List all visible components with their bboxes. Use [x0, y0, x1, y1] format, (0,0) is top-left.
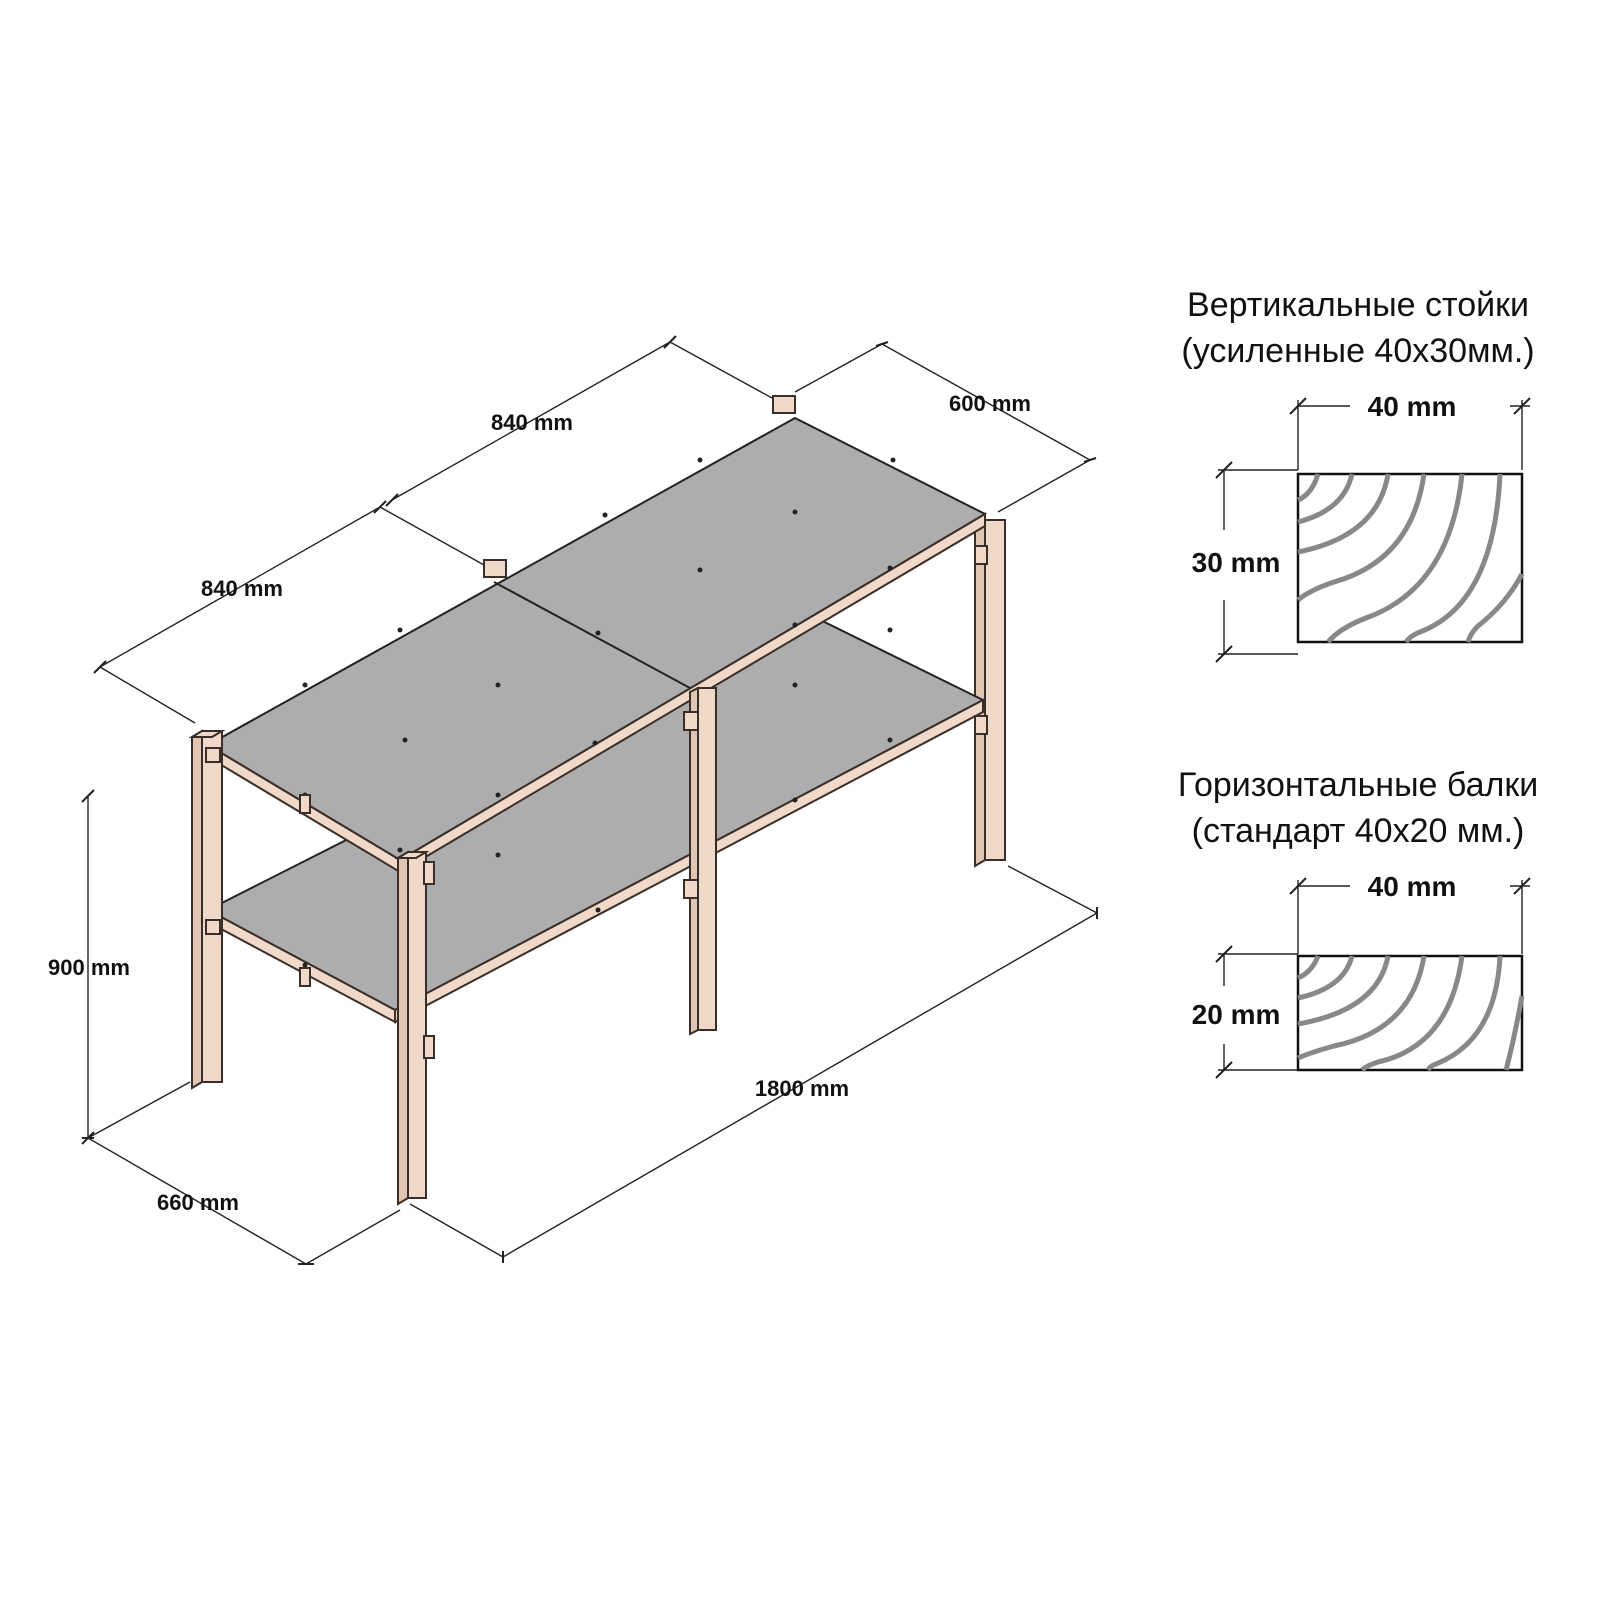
bracket: [205, 747, 221, 763]
front-left-post-face: [201, 730, 223, 1083]
back-posts: [483, 395, 1006, 868]
back-middle-post-top: [772, 395, 796, 414]
middle-front-post-face: [697, 687, 717, 1031]
legend-posts-subtitle: (усиленные 40х30мм.): [1181, 332, 1534, 370]
back-right-brackets: [974, 545, 988, 735]
back-left-post-top: [483, 559, 507, 578]
dimension-lines: [81, 335, 1098, 1265]
legend-beams-subtitle: (стандарт 40х20 мм.): [1192, 812, 1525, 850]
legend-beams-height: 20 mm: [1192, 999, 1281, 1030]
bracket: [299, 967, 311, 987]
legend-posts-width: 40 mm: [1368, 391, 1457, 422]
legend-beams-width: 40 mm: [1368, 871, 1457, 902]
bracket: [299, 794, 311, 814]
upper-shelf-seam: [493, 581, 691, 689]
front-right-post-face: [407, 851, 427, 1199]
dimension-bottom-depth: 660 mm: [157, 1190, 239, 1215]
shelving-unit: [188, 395, 1006, 1206]
legend-posts-height: 30 mm: [1192, 547, 1281, 578]
bracket: [205, 919, 221, 935]
bracket: [683, 879, 699, 899]
legend-beams-title: Горизонтальные балки: [1178, 766, 1538, 804]
dimension-length: 1800 mm: [755, 1076, 849, 1101]
bracket: [683, 711, 699, 731]
front-left-post: [188, 729, 311, 1090]
back-right-post: [984, 519, 1006, 861]
front-right-post-side: [397, 850, 409, 1206]
dimension-top-left-span: 840 mm: [201, 576, 283, 601]
legend-beams: Горизонтальные балки (стандарт 40х20 мм.…: [1178, 766, 1538, 1079]
beam-wood-grain: [1296, 955, 1525, 1072]
dimension-top-right-span: 840 mm: [491, 410, 573, 435]
legend-posts-title: Вертикальные стойки: [1187, 286, 1529, 324]
back-right-post-side: [974, 518, 986, 868]
bracket: [423, 1035, 435, 1059]
middle-front-post: [683, 686, 717, 1036]
dimension-height: 900 mm: [48, 955, 130, 980]
front-left-post-side: [191, 729, 203, 1090]
post-wood-grain: [1296, 473, 1525, 644]
dimension-top-depth: 600 mm: [949, 391, 1031, 416]
front-right-post: [394, 850, 435, 1206]
legend-posts: Вертикальные стойки (усиленные 40х30мм.)…: [1181, 286, 1535, 663]
bracket: [423, 861, 435, 885]
